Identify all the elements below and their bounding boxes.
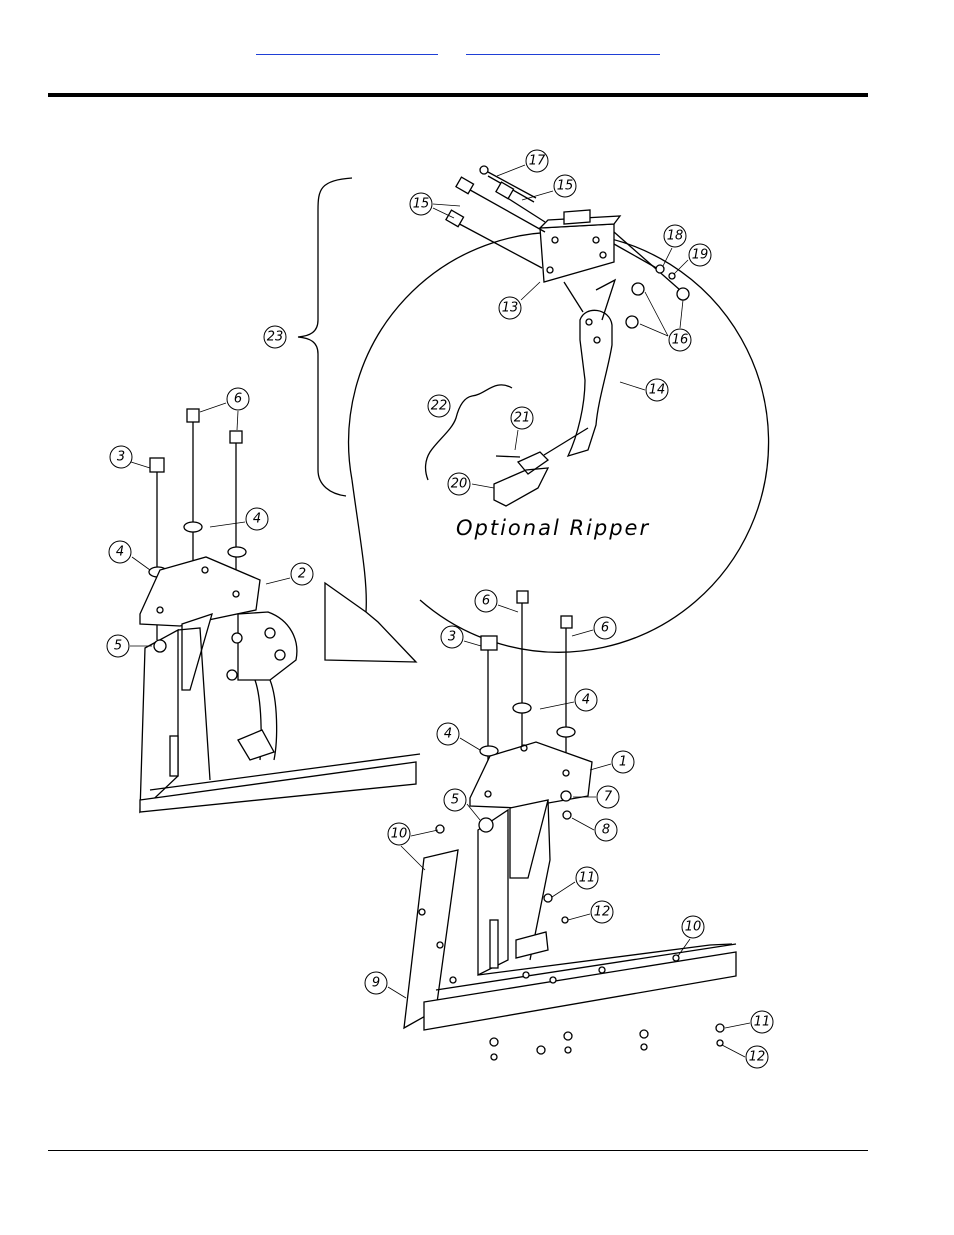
callout-number: 10 (685, 920, 702, 935)
callout-number: 20 (451, 477, 468, 492)
callout-5: 5 (444, 789, 466, 811)
callout-3: 3 (110, 446, 132, 468)
callout-number: 6 (482, 594, 490, 609)
callout-8: 8 (595, 819, 617, 841)
callout-4: 4 (109, 541, 131, 563)
callout-4: 4 (575, 689, 597, 711)
callout-10: 10 (388, 823, 410, 845)
left-assembly (140, 409, 420, 812)
callout-15: 15 (410, 193, 432, 215)
callout-number: 1 (619, 755, 627, 770)
callout-number: 17 (529, 154, 546, 169)
callout-17: 17 (526, 150, 548, 172)
callout-number: 18 (667, 229, 684, 244)
callout-13: 13 (499, 297, 521, 319)
callout-11: 11 (751, 1011, 773, 1033)
callout-12: 12 (591, 901, 613, 923)
callout-6: 6 (475, 590, 497, 612)
callout-21: 21 (511, 407, 533, 429)
callout-15: 15 (554, 175, 576, 197)
right-assembly (404, 591, 736, 1060)
callout-number: 16 (672, 333, 689, 348)
optional-ripper-caption: Optional Ripper (456, 516, 650, 540)
callout-number: 7 (604, 790, 613, 805)
callout-number: 8 (602, 823, 610, 838)
callout-number: 4 (253, 512, 261, 527)
callout-14: 14 (646, 379, 668, 401)
callout-number: 4 (444, 727, 452, 742)
callout-number: 15 (413, 197, 430, 212)
callout-number: 2 (298, 567, 306, 582)
callout-1: 1 (612, 751, 634, 773)
callout-number: 9 (372, 976, 380, 991)
callout-number: 10 (391, 827, 408, 842)
callout-number: 19 (692, 248, 709, 263)
callout-number: 12 (594, 905, 611, 920)
callout-number: 11 (579, 871, 596, 886)
callout-22: 22 (428, 395, 450, 417)
callout-number: 13 (502, 301, 519, 316)
callout-19: 19 (689, 244, 711, 266)
callout-number: 5 (451, 793, 459, 808)
callout-11: 11 (576, 867, 598, 889)
callout-10: 10 (682, 916, 704, 938)
footer-rule (48, 1150, 868, 1151)
callout-2: 2 (291, 563, 313, 585)
callout-4: 4 (246, 508, 268, 530)
callout-9: 9 (365, 972, 387, 994)
callout-12: 12 (746, 1046, 768, 1068)
brace-23 (298, 178, 352, 496)
callout-number: 6 (601, 621, 609, 636)
callout-number: 4 (116, 545, 124, 560)
callout-number: 3 (117, 450, 125, 465)
callout-3: 3 (441, 626, 463, 648)
callout-number: 22 (431, 399, 448, 414)
callout-number: 21 (514, 411, 531, 426)
callout-number: 15 (557, 179, 574, 194)
ripper-assembly (446, 166, 689, 506)
callout-number: 4 (582, 693, 590, 708)
callout-7: 7 (597, 786, 619, 808)
callout-18: 18 (664, 225, 686, 247)
callout-20: 20 (448, 473, 470, 495)
detail-circle (349, 232, 769, 652)
callout-number: 5 (114, 639, 122, 654)
callout-number: 14 (649, 383, 666, 398)
callout-23: 23 (264, 326, 286, 348)
callout-number: 6 (234, 392, 242, 407)
callout-number: 3 (448, 630, 456, 645)
callout-4: 4 (437, 723, 459, 745)
direction-arrow (325, 583, 416, 662)
callout-number: 11 (754, 1015, 771, 1030)
callout-5: 5 (107, 635, 129, 657)
callout-16: 16 (669, 329, 691, 351)
callout-number: 12 (749, 1050, 766, 1065)
callout-6: 6 (227, 388, 249, 410)
callout-6: 6 (594, 617, 616, 639)
callout-number: 23 (267, 330, 284, 345)
